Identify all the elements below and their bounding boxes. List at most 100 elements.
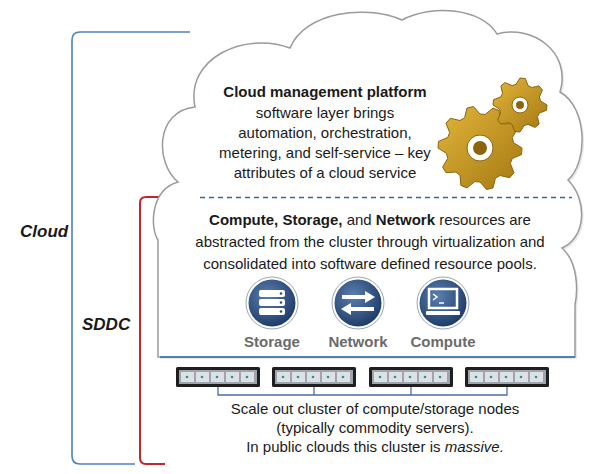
text-run xyxy=(377,438,381,455)
text-run: Storage, xyxy=(282,211,342,228)
cloud-shape: Cloud management platformsoftware layer … xyxy=(150,3,588,357)
disk-led xyxy=(280,292,283,295)
text-run: massive. xyxy=(445,438,504,455)
text-run: Network xyxy=(376,211,435,228)
keyboard-glyph xyxy=(426,311,460,315)
text-run xyxy=(372,211,376,228)
text-run: pools. xyxy=(497,255,537,272)
node-body: Compute, Storage, and Network resources … xyxy=(184,209,556,275)
node-heading: Cloud management platform xyxy=(195,82,455,102)
icon-glyph xyxy=(426,289,460,315)
resource-icon: Compute xyxy=(403,276,483,352)
text-run: resource xyxy=(434,255,492,272)
node-outline xyxy=(318,276,398,330)
icon-glyph xyxy=(259,290,285,315)
icon-disc xyxy=(335,280,382,327)
server-unit xyxy=(272,367,356,387)
node-body: software layer brings automation, orches… xyxy=(217,103,433,183)
icon-ring xyxy=(246,277,298,329)
disk-glyph xyxy=(259,308,285,315)
server-unit xyxy=(465,367,549,387)
text-run xyxy=(493,255,497,272)
text-run xyxy=(342,211,346,228)
cluster-wire xyxy=(218,387,507,395)
text-run xyxy=(302,438,306,455)
text-run xyxy=(377,255,381,272)
text-run: into xyxy=(292,255,316,272)
node-outline xyxy=(232,276,312,330)
note-text: In public clouds this cluster is massive… xyxy=(227,437,523,456)
bracket-label: SDDC xyxy=(82,315,142,335)
icon-label: Network xyxy=(318,333,398,351)
server-unit xyxy=(176,367,260,387)
text-run: through xyxy=(377,233,428,250)
icon-label: Compute xyxy=(403,333,483,351)
text-run xyxy=(430,255,434,272)
icon-glyph xyxy=(341,291,375,315)
text-run: and xyxy=(347,211,372,228)
arrow-glyph xyxy=(349,307,374,311)
text-run xyxy=(325,233,329,250)
text-run: and xyxy=(520,233,545,250)
text-run xyxy=(300,233,304,250)
text-run: clouds xyxy=(306,438,349,455)
text-run: from xyxy=(270,233,300,250)
resource-icon: Storage xyxy=(232,276,312,352)
disk-led xyxy=(280,310,283,313)
text-run: resources xyxy=(439,211,505,228)
icon-ring xyxy=(417,277,469,329)
text-run: consolidated xyxy=(203,255,287,272)
text-run: are xyxy=(509,211,531,228)
icon-label: Storage xyxy=(232,333,312,351)
text-run: virtualization xyxy=(432,233,515,250)
disk-glyph xyxy=(259,290,285,297)
prompt-glyph xyxy=(433,294,444,303)
text-run: this xyxy=(354,438,377,455)
text-run: software xyxy=(320,255,377,272)
arrow-glyph xyxy=(341,303,351,315)
gear-symbol xyxy=(493,78,547,132)
text-run: Compute, xyxy=(209,211,278,228)
text-run xyxy=(428,233,432,250)
band-divider xyxy=(200,197,572,199)
bracket-label: Cloud xyxy=(20,222,80,242)
disk-led xyxy=(280,301,283,304)
text-run: cluster xyxy=(329,233,373,250)
text-run xyxy=(373,233,377,250)
text-run xyxy=(350,438,354,455)
text-run: abstracted xyxy=(195,233,265,250)
text-run: cluster xyxy=(381,438,425,455)
text-run xyxy=(316,255,320,272)
text-run: In xyxy=(246,438,259,455)
text-run xyxy=(265,233,269,250)
text-run xyxy=(440,438,444,455)
band-baseline xyxy=(160,356,575,358)
server-unit xyxy=(369,367,453,387)
node-outline xyxy=(403,276,483,330)
monitor-glyph xyxy=(429,289,457,308)
icon-ring xyxy=(332,277,384,329)
text-run xyxy=(435,211,439,228)
note-text: Scale out cluster of compute/storage nod… xyxy=(227,399,523,437)
text-run: public xyxy=(263,438,302,455)
cloud-outline xyxy=(153,11,582,357)
text-run xyxy=(287,255,291,272)
text-run xyxy=(516,233,520,250)
text-run xyxy=(278,211,282,228)
text-run: is xyxy=(430,438,441,455)
gear-hub xyxy=(473,141,487,155)
gear-hub xyxy=(516,101,524,109)
text-run xyxy=(505,211,509,228)
text-run xyxy=(425,438,429,455)
text-run: the xyxy=(304,233,325,250)
resource-icon: Network xyxy=(318,276,398,352)
disk-glyph xyxy=(259,299,285,306)
resource-band: Compute, Storage, and Network resources … xyxy=(160,197,575,357)
text-run xyxy=(259,438,263,455)
gear-symbol xyxy=(438,107,522,190)
icon-disc xyxy=(420,280,467,327)
arrow-glyph xyxy=(365,291,375,303)
